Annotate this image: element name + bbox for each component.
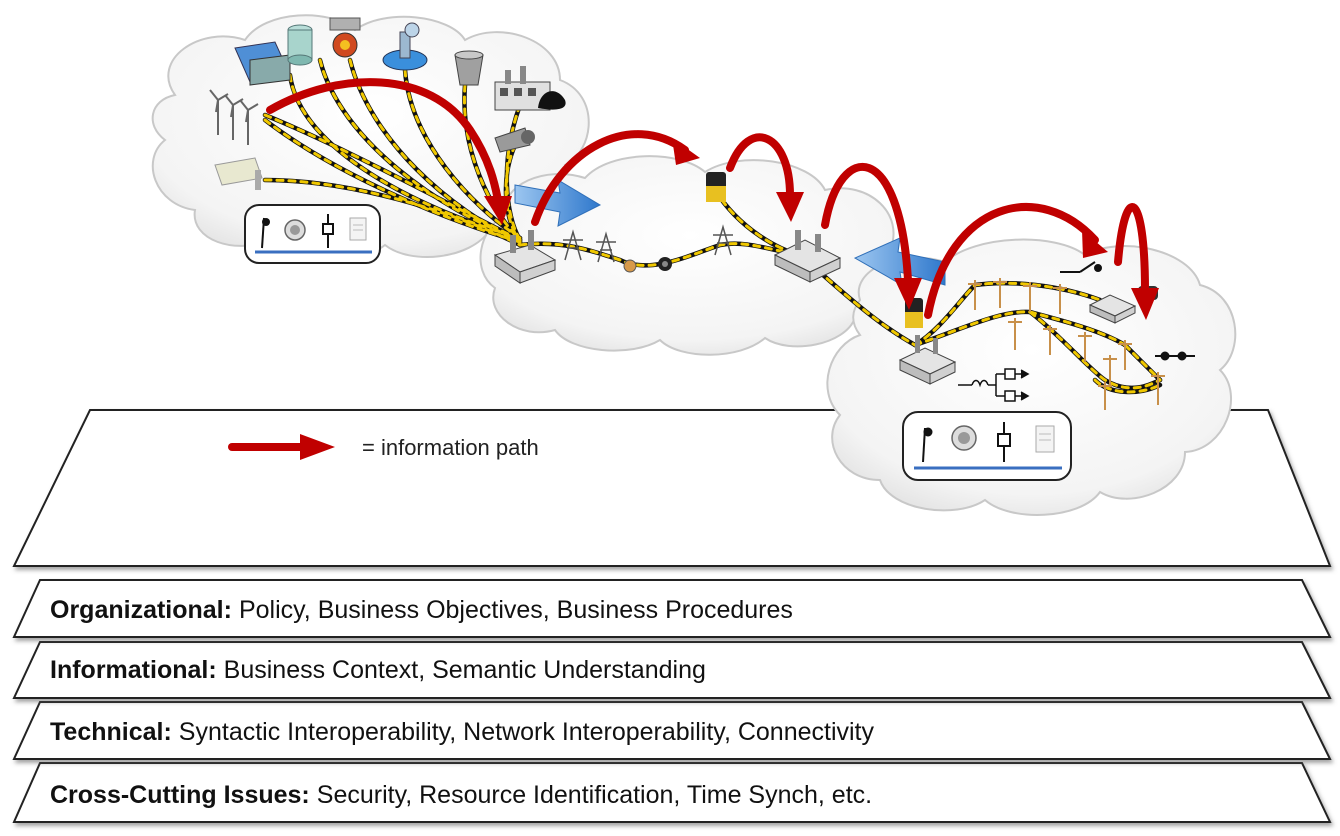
transmission-tower-icon	[563, 224, 733, 263]
distribution-control-panel	[902, 411, 1072, 481]
layer-label-cross-cutting: Cross-Cutting Issues:Security, Resource …	[50, 781, 872, 809]
hydro-dam-icon	[234, 41, 291, 86]
flow-arrow-generation-transmission	[514, 179, 602, 227]
inductor-symbol-icon	[958, 368, 1030, 402]
meter-icon	[951, 425, 977, 451]
switch-symbol-icon	[1060, 261, 1102, 273]
layer-technical	[12, 701, 1332, 760]
fuel-cell-icon	[382, 22, 428, 71]
layer-label-informational: Informational:Business Context, Semantic…	[50, 656, 706, 684]
distribution-substation-icon	[898, 335, 957, 385]
layer-informational	[12, 641, 1332, 699]
transmission-substation-icon	[773, 230, 842, 283]
coal-pile-icon	[538, 91, 566, 110]
info-arrow-6	[1114, 203, 1159, 320]
info-arrow-5	[924, 203, 1108, 319]
generation-control-panel	[244, 204, 381, 264]
information-path-arrows	[266, 78, 1159, 320]
info-arrow-2	[531, 130, 700, 226]
turbine-generator-icon	[494, 127, 535, 153]
info-arrow-4	[821, 163, 922, 310]
wind-turbines-icon	[209, 89, 259, 145]
document-icon	[349, 217, 367, 241]
document-icon	[1035, 425, 1055, 453]
relay-icon	[322, 214, 334, 248]
legend: = information path	[228, 434, 539, 460]
cooling-tower-icon	[454, 50, 484, 86]
relay-icon	[997, 422, 1011, 462]
layer-label-technical: Technical:Syntactic Interoperability, Ne…	[50, 718, 874, 746]
layer-cross-cutting	[12, 762, 1332, 823]
breaker-icon	[261, 217, 270, 249]
info-arrow-3	[726, 133, 804, 222]
layer-label-organizational: Organizational:Policy, Business Objectiv…	[50, 596, 793, 624]
substation-icon	[493, 230, 557, 284]
control-center-icon	[706, 172, 726, 202]
meter-icon	[284, 219, 306, 241]
layer-organizational	[12, 579, 1332, 638]
breaker-closed-symbol-icon	[1155, 351, 1195, 361]
solar-panel-icon	[214, 157, 263, 190]
nuclear-plant-icon	[329, 17, 361, 58]
factory-icon	[494, 66, 551, 111]
breaker-icon	[922, 427, 933, 463]
legend-arrow-icon	[228, 434, 335, 460]
sensor-icon	[623, 257, 672, 273]
info-arrow-1	[266, 78, 512, 225]
legend-label: = information path	[362, 435, 539, 460]
utility-poles-icon	[968, 278, 1165, 410]
flow-arrow-distribution-transmission	[853, 237, 946, 286]
storage-tank-icon	[287, 24, 313, 66]
